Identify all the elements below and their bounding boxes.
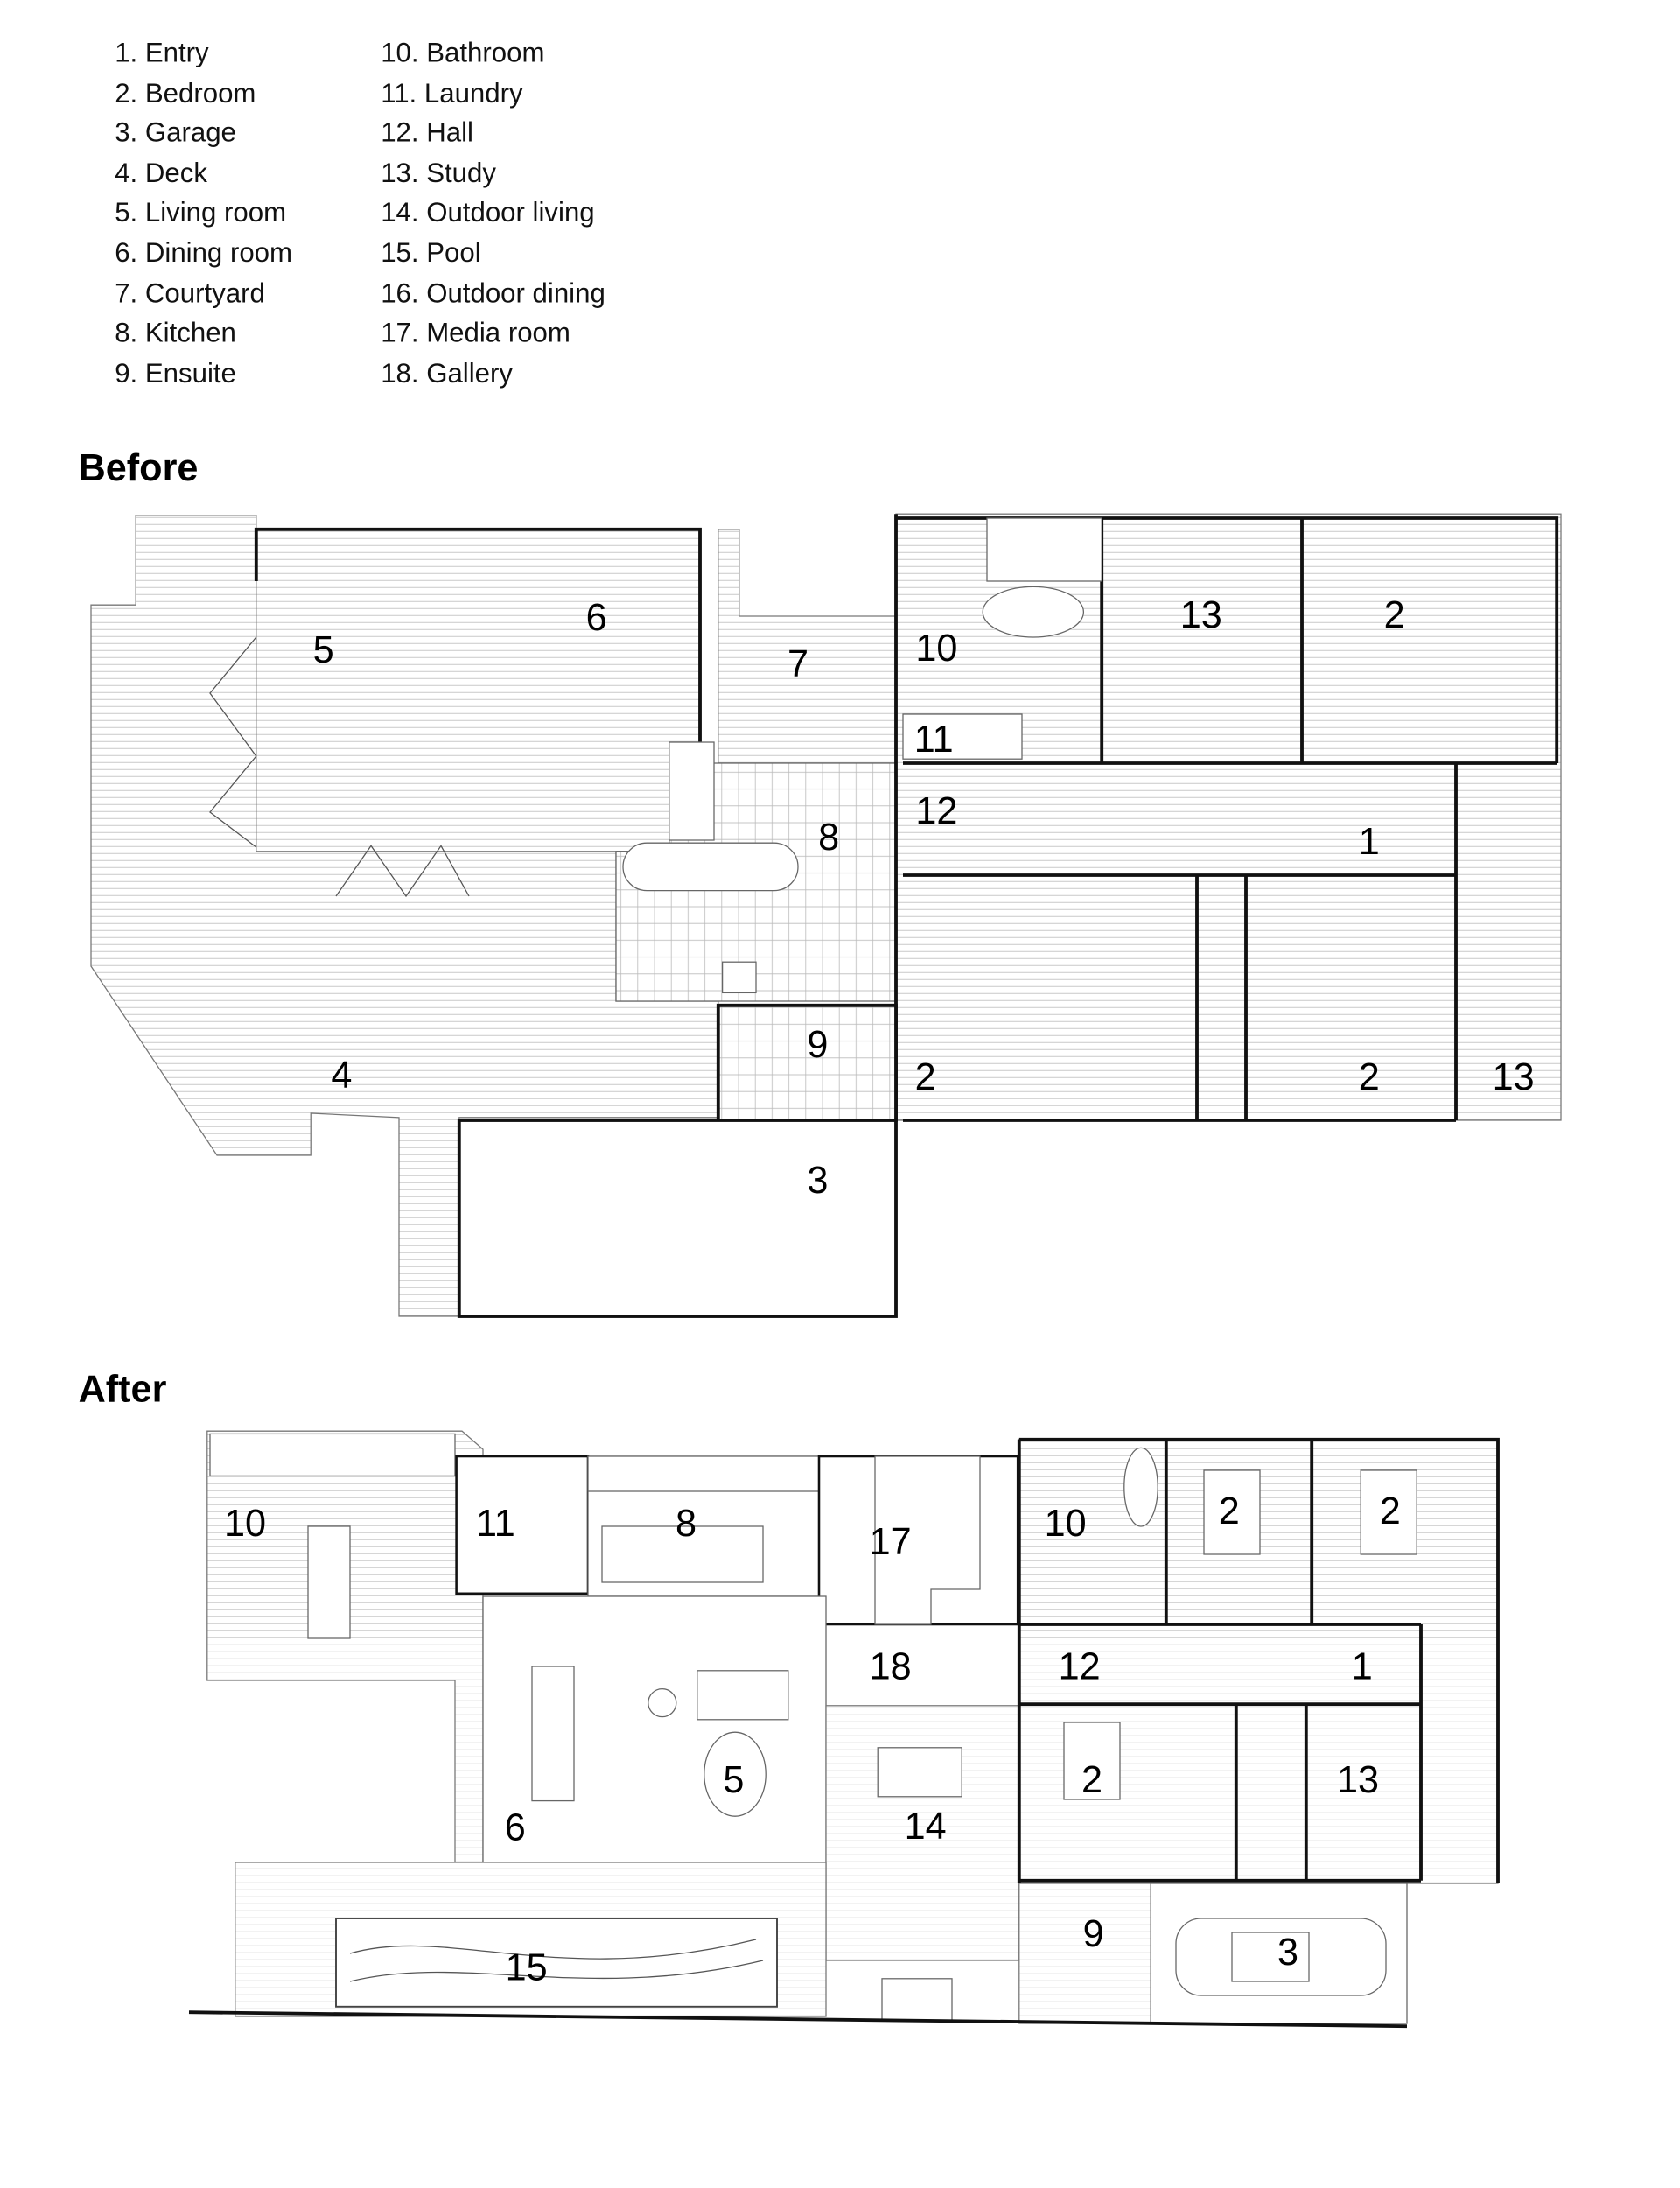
outdoor-dining bbox=[206, 1430, 484, 1863]
outdoor-table bbox=[307, 1525, 351, 1639]
legend-item: 18. Gallery bbox=[381, 358, 513, 389]
room-label: 2 bbox=[1082, 1759, 1102, 1801]
room-label: 10 bbox=[915, 628, 957, 670]
room-label: 8 bbox=[818, 817, 839, 859]
room-label: 9 bbox=[1083, 1913, 1104, 1955]
bathtub-icon bbox=[1124, 1447, 1158, 1527]
living-dining-room bbox=[256, 529, 701, 852]
room-label: 2 bbox=[1384, 594, 1405, 636]
room-label: 1 bbox=[1359, 821, 1380, 863]
room-label: 11 bbox=[914, 719, 954, 761]
legend-item: 16. Outdoor dining bbox=[381, 278, 606, 309]
legend-item: 1. Entry bbox=[115, 37, 209, 67]
coffee-table bbox=[704, 1731, 766, 1817]
garage bbox=[457, 1119, 898, 1318]
room-label: 9 bbox=[807, 1024, 828, 1066]
room-label: 12 bbox=[1059, 1645, 1101, 1687]
room-label: 2 bbox=[915, 1056, 936, 1098]
room-label: 13 bbox=[1180, 594, 1222, 636]
legend-item: 11. Laundry bbox=[381, 78, 523, 109]
room-label: 10 bbox=[224, 1503, 266, 1545]
after-floor-plan: 10 11 8 17 10 2 2 18 12 1 5 6 14 2 13 9 … bbox=[188, 1430, 1500, 2029]
legend-item: 5. Living room bbox=[115, 197, 286, 228]
ensuite bbox=[718, 1005, 897, 1121]
legend-item: 13. Study bbox=[381, 158, 496, 188]
sofa bbox=[696, 1670, 789, 1721]
bed bbox=[1360, 1469, 1418, 1555]
legend-item: 10. Bathroom bbox=[381, 37, 544, 67]
bed bbox=[1063, 1722, 1121, 1800]
dining-table bbox=[531, 1666, 575, 1802]
room-label: 15 bbox=[506, 1946, 548, 1988]
laundry bbox=[455, 1455, 590, 1595]
room-label: 2 bbox=[1359, 1056, 1380, 1098]
laundry bbox=[902, 713, 1023, 760]
legend-item: 7. Courtyard bbox=[115, 278, 265, 309]
room-legend: 1. Entry 2. Bedroom 3. Garage 4. Deck 5.… bbox=[115, 37, 606, 388]
legend-item: 4. Deck bbox=[115, 158, 207, 188]
legend-column-1: 1. Entry 2. Bedroom 3. Garage 4. Deck 5.… bbox=[115, 37, 292, 388]
room-label: 2 bbox=[1380, 1490, 1401, 1532]
room-label: 5 bbox=[723, 1759, 744, 1801]
room-label: 14 bbox=[905, 1806, 947, 1848]
room-label: 3 bbox=[807, 1160, 828, 1202]
legend-item: 9. Ensuite bbox=[115, 358, 236, 389]
legend-item: 8. Kitchen bbox=[115, 317, 236, 347]
room-label: 4 bbox=[331, 1055, 352, 1097]
room-label: 7 bbox=[788, 643, 808, 685]
room-label: 2 bbox=[1219, 1490, 1240, 1532]
room-label: 17 bbox=[870, 1521, 912, 1563]
legend-item: 15. Pool bbox=[381, 237, 480, 268]
kitchen-island bbox=[622, 842, 799, 892]
pool bbox=[335, 1918, 778, 2008]
before-floor-plan: 5 6 7 10 13 2 11 8 12 1 9 2 2 13 4 3 bbox=[90, 513, 1562, 1318]
room-label: 13 bbox=[1493, 1056, 1535, 1098]
room-label: 3 bbox=[1278, 1932, 1298, 1974]
room-label: 10 bbox=[1045, 1503, 1087, 1545]
room-label: 6 bbox=[586, 597, 607, 639]
kitchen-island bbox=[601, 1525, 764, 1583]
legend-column-2: 10. Bathroom 11. Laundry 12. Hall 13. St… bbox=[381, 37, 606, 388]
room-label: 12 bbox=[915, 790, 957, 832]
ensuite bbox=[1018, 1883, 1152, 2024]
room-label: 8 bbox=[676, 1503, 696, 1545]
legend-item: 6. Dining room bbox=[115, 237, 292, 268]
stove-icon bbox=[721, 961, 757, 994]
before-heading: Before bbox=[79, 447, 199, 489]
legend-item: 14. Outdoor living bbox=[381, 197, 594, 228]
room-label: 1 bbox=[1352, 1645, 1373, 1687]
legend-item: 17. Media room bbox=[381, 317, 570, 347]
after-heading: After bbox=[79, 1369, 167, 1411]
room-label: 11 bbox=[476, 1503, 515, 1545]
bathtub-icon bbox=[982, 586, 1085, 638]
room-label: 6 bbox=[505, 1806, 526, 1848]
legend-item: 3. Garage bbox=[115, 117, 236, 148]
bed bbox=[1203, 1469, 1261, 1555]
room-label: 13 bbox=[1337, 1759, 1379, 1801]
legend-item: 2. Bedroom bbox=[115, 78, 256, 109]
shower bbox=[986, 517, 1102, 582]
room-label: 5 bbox=[313, 629, 334, 671]
legend-item: 12. Hall bbox=[381, 117, 473, 148]
room-label: 18 bbox=[870, 1645, 912, 1687]
